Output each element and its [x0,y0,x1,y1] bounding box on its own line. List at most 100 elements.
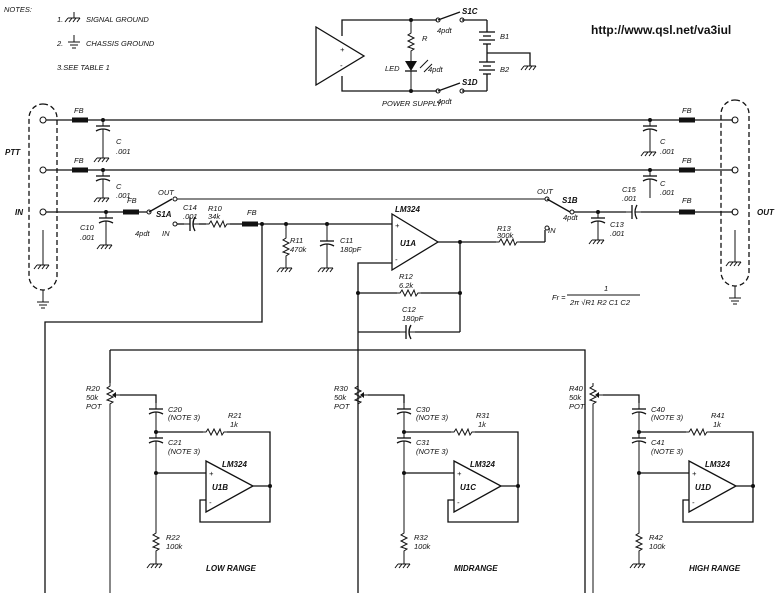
svg-text:OUT: OUT [158,188,175,197]
res-2-label-1: R22 [166,533,181,542]
svg-text:6.2k: 6.2k [399,281,414,290]
left-connector: PTT IN [5,103,58,309]
pot-label-3: R40 [569,384,584,393]
svg-text:4pdt: 4pdt [428,65,444,74]
svg-text:R13: R13 [497,224,512,233]
section-name-1: LOW RANGE [206,564,256,573]
in-label: IN [15,208,23,217]
svg-text:C13: C13 [610,220,625,229]
note-3-text: 3.SEE TABLE 1 [57,63,110,72]
res-2-label-3: R42 [649,533,664,542]
svg-text:+: + [692,469,697,478]
svg-text:-: - [457,498,460,507]
switch-s1d-label: S1D [462,78,478,87]
svg-text:-: - [340,61,343,70]
svg-text:4pdt: 4pdt [563,213,579,222]
svg-text:+: + [340,45,345,54]
svg-text:C: C [116,182,122,191]
cap-b-label-3: C41 [651,438,665,447]
led-label: LED [385,64,400,73]
svg-text:(NOTE 3): (NOTE 3) [416,447,449,456]
svg-text:100k: 100k [414,542,432,551]
op-amp-3 [688,459,738,514]
svg-text:Fr =: Fr = [552,293,566,302]
battery-b2-label: B2 [500,65,510,74]
svg-text:(NOTE 3): (NOTE 3) [651,413,684,422]
resonant-frequency-formula: Fr = 1 2π √R1 R2 C1 C2 [552,284,640,307]
switch-s1b-label: S1B [562,196,578,205]
switch-s1a-label: S1A [156,210,172,219]
svg-text:FB: FB [74,106,84,115]
svg-text:LM324: LM324 [705,460,730,469]
svg-text:.001: .001 [610,229,625,238]
svg-text:300k: 300k [497,231,515,240]
svg-text:U1A: U1A [400,239,416,248]
svg-text:4pdt: 4pdt [437,26,453,35]
ptt-label: PTT [5,148,21,157]
pot-label-1: R20 [86,384,101,393]
cap-a-label-1: C20 [168,405,183,414]
svg-text:LM324: LM324 [222,460,247,469]
svg-text:(NOTE 3): (NOTE 3) [416,413,449,422]
ps-resistor-label: R [422,34,428,43]
svg-text:POT: POT [334,402,351,411]
note-2-text: CHASSIS GROUND [86,39,155,48]
svg-text:FB: FB [682,156,692,165]
svg-text:.001: .001 [116,147,131,156]
svg-text:LM324: LM324 [395,205,420,214]
svg-text:C12: C12 [402,305,417,314]
res-1-label-2: R31 [476,411,490,420]
svg-text:R10: R10 [208,204,223,213]
source-url: http://www.qsl.net/va3iul [591,23,731,37]
svg-text:180pF: 180pF [340,245,362,254]
section-name-3: HIGH RANGE [689,564,741,573]
power-supply: + - R LED S1C 4pdt S1D 4pdt 4pdt [315,7,537,108]
svg-text:50k: 50k [86,393,99,402]
svg-text:C15: C15 [622,185,637,194]
signal-ground-icon [64,17,81,23]
svg-text:4pdt: 4pdt [437,97,453,106]
svg-text:POT: POT [569,402,586,411]
svg-text:FB: FB [127,196,137,205]
svg-text:FB: FB [682,196,692,205]
svg-text:(NOTE 3): (NOTE 3) [168,413,201,422]
battery-b1-label: B1 [500,32,509,41]
svg-text:1k: 1k [713,420,722,429]
svg-text:1: 1 [604,284,608,293]
note-2-number: 2. [56,39,63,48]
svg-text:.001: .001 [660,147,675,156]
switch-s1c-label: S1C [462,7,478,16]
svg-text:+: + [457,469,462,478]
svg-text:C10: C10 [80,223,95,232]
svg-text:100k: 100k [166,542,184,551]
svg-text:50k: 50k [569,393,582,402]
svg-text:.001: .001 [80,233,95,242]
svg-text:(NOTE 3): (NOTE 3) [168,447,201,456]
svg-text:IN: IN [548,226,556,235]
svg-text:C: C [660,137,666,146]
svg-text:C: C [116,137,122,146]
out-label: OUT [757,208,775,217]
res-1-label-1: R21 [228,411,242,420]
svg-text:-: - [395,255,398,264]
note-1-text: SIGNAL GROUND [86,15,149,24]
svg-text:.001: .001 [116,191,131,200]
cap-a-label-3: C40 [651,405,666,414]
svg-text:LM324: LM324 [470,460,495,469]
svg-text:470k: 470k [290,245,308,254]
svg-text:-: - [692,498,695,507]
op-amp-label-3: U1D [695,483,711,492]
notes-block: NOTES: 1. SIGNAL GROUND 2. CHASSIS GROUN… [4,5,155,72]
svg-text:POT: POT [86,402,103,411]
svg-text:R11: R11 [290,236,303,245]
section-name-2: MIDRANGE [454,564,498,573]
res-2-label-2: R32 [414,533,429,542]
op-amp-1 [205,459,255,514]
cap-b-label-2: C31 [416,438,430,447]
svg-text:1k: 1k [230,420,239,429]
svg-text:FB: FB [247,208,257,217]
